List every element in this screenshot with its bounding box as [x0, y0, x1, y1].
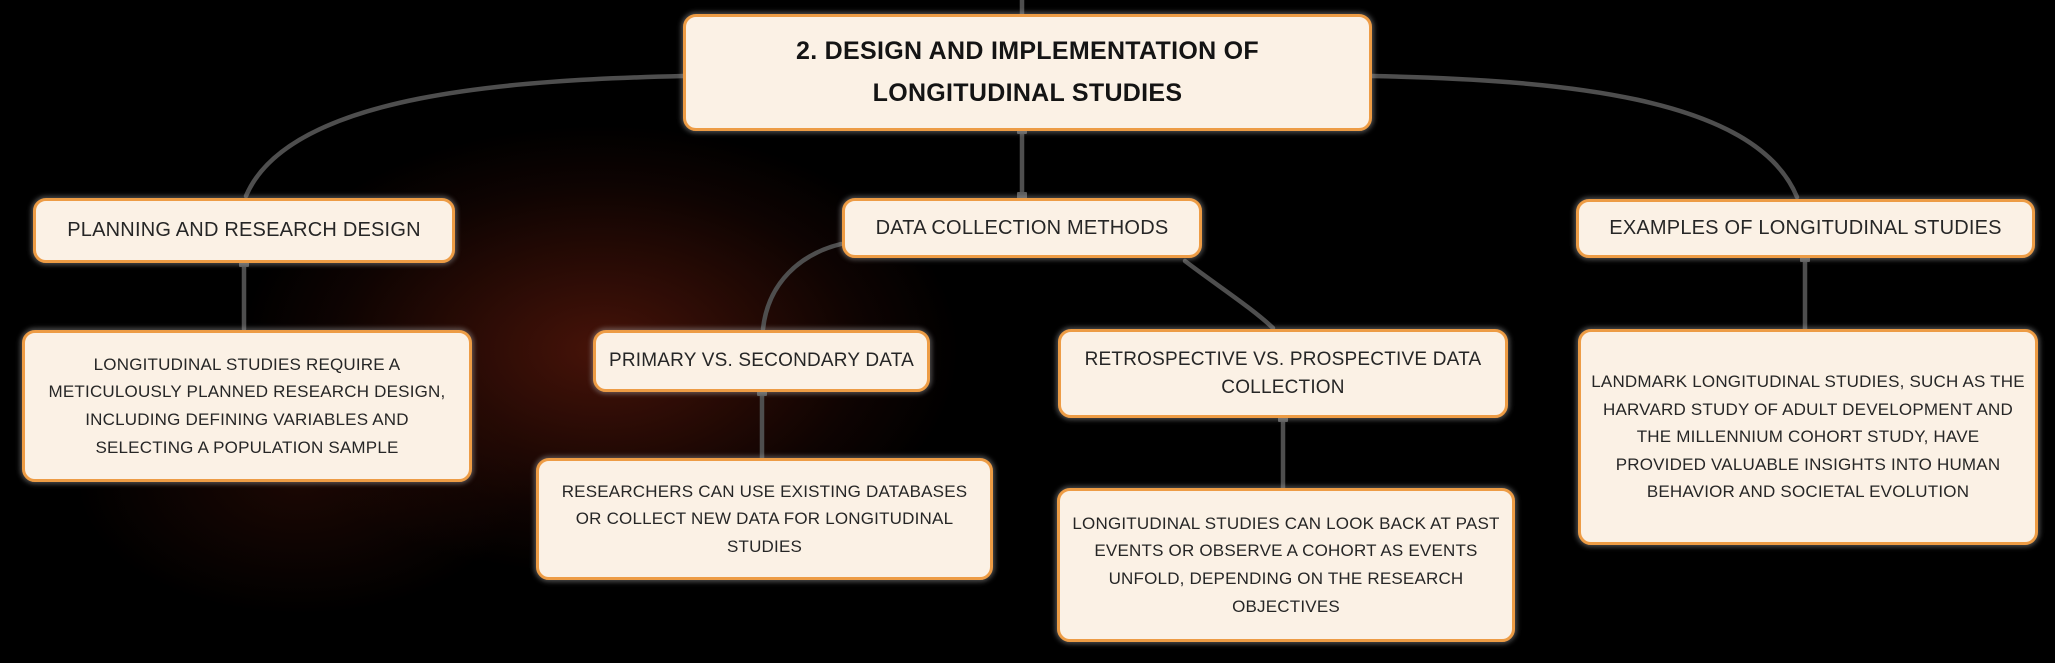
- connector-root-examples: [1369, 73, 1800, 200]
- retrospective-prospective-detail-text: LONGITUDINAL STUDIES CAN LOOK BACK AT PA…: [1072, 513, 1500, 616]
- retrospective-prospective-detail-node[interactable]: LONGITUDINAL STUDIES CAN LOOK BACK AT PA…: [1057, 488, 1515, 642]
- root-node-label: 2. DESIGN AND IMPLEMENTATION OF LONGITUD…: [795, 37, 1259, 107]
- planning-detail-node[interactable]: LONGITUDINAL STUDIES REQUIRE A METICULOU…: [22, 330, 472, 482]
- connector-datamethods-retrospective: [1182, 258, 1276, 331]
- branch-planning-node[interactable]: PLANNING AND RESEARCH DESIGN: [33, 198, 455, 263]
- connector-root-planning: [243, 73, 686, 199]
- branch-examples-label: EXAMPLES OF LONGITUDINAL STUDIES: [1609, 217, 2002, 239]
- branch-planning-label: PLANNING AND RESEARCH DESIGN: [67, 219, 421, 241]
- connector-datamethods-primary: [760, 241, 844, 332]
- examples-detail-node[interactable]: LANDMARK LONGITUDINAL STUDIES, SUCH AS T…: [1578, 329, 2038, 545]
- planning-detail-text: LONGITUDINAL STUDIES REQUIRE A METICULOU…: [48, 354, 446, 457]
- branch-examples-node[interactable]: EXAMPLES OF LONGITUDINAL STUDIES: [1576, 199, 2035, 258]
- connector-anchors: [239, 126, 1810, 422]
- primary-secondary-detail-node[interactable]: RESEARCHERS CAN USE EXISTING DATABASES O…: [536, 458, 993, 580]
- root-node[interactable]: 2. DESIGN AND IMPLEMENTATION OF LONGITUD…: [683, 14, 1372, 131]
- branch-datamethods-label: DATA COLLECTION METHODS: [875, 216, 1169, 239]
- primary-secondary-detail-text: RESEARCHERS CAN USE EXISTING DATABASES O…: [561, 481, 968, 556]
- retrospective-prospective-node[interactable]: RETROSPECTIVE VS. PROSPECTIVE DATA COLLE…: [1058, 329, 1508, 418]
- retrospective-prospective-label: RETROSPECTIVE VS. PROSPECTIVE DATA COLLE…: [1084, 348, 1482, 398]
- primary-secondary-node[interactable]: PRIMARY VS. SECONDARY DATA: [593, 330, 930, 392]
- examples-detail-text: LANDMARK LONGITUDINAL STUDIES, SUCH AS T…: [1591, 372, 2025, 502]
- branch-datamethods-node[interactable]: DATA COLLECTION METHODS: [842, 198, 1202, 258]
- primary-secondary-label: PRIMARY VS. SECONDARY DATA: [608, 350, 915, 372]
